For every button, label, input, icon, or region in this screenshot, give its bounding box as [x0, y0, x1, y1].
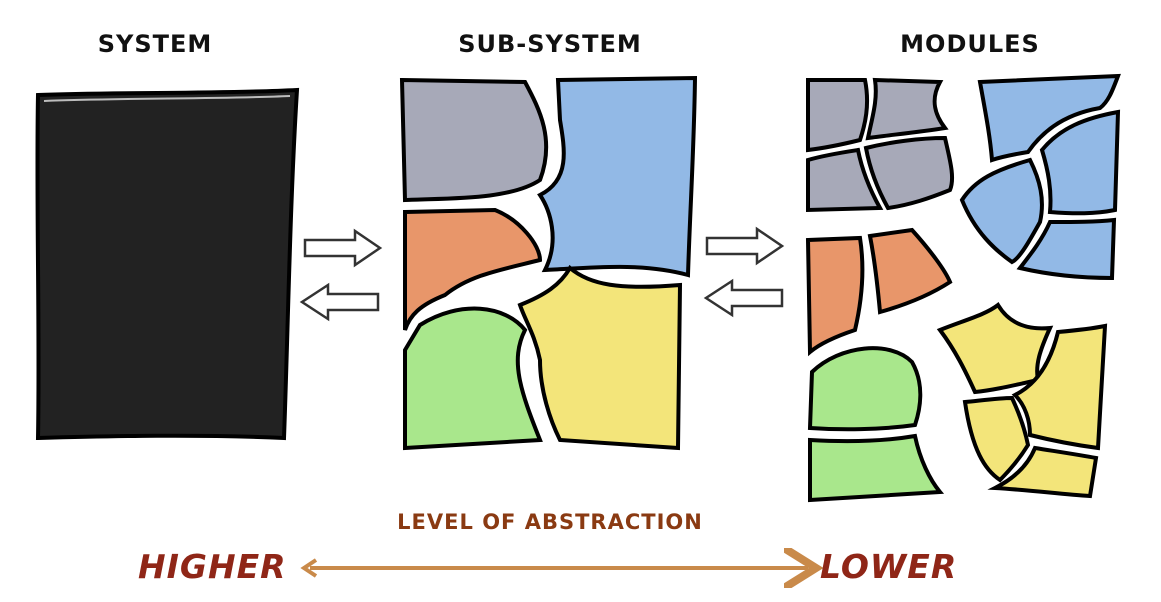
modules-blue: [959, 73, 1121, 281]
modules-orange: [805, 227, 953, 357]
subsystem-orange: [403, 207, 543, 331]
modules-yellow: [936, 302, 1108, 499]
modules-title: MODULES: [900, 30, 1040, 58]
subsystem-group: [399, 75, 698, 451]
subsystem-yellow: [517, 264, 683, 451]
level-of-abstraction-label: LEVEL OF ABSTRACTION: [397, 510, 703, 534]
subsystem-title: SUB-SYSTEM: [458, 30, 642, 58]
arrow-right-2: [705, 226, 785, 266]
arrow-left-1: [299, 282, 380, 322]
arrow-right-1: [303, 228, 383, 268]
subsystem-green: [403, 306, 543, 451]
subsystem-blue: [537, 75, 698, 278]
arrow-left-2: [703, 278, 784, 318]
higher-label: HIGHER: [138, 547, 287, 586]
modules-grey: [806, 77, 955, 213]
modules-green: [807, 346, 945, 503]
subsystem-grey: [399, 77, 549, 203]
system-block: [35, 87, 300, 441]
lower-label: LOWER: [820, 547, 958, 586]
system-title: SYSTEM: [97, 30, 213, 58]
